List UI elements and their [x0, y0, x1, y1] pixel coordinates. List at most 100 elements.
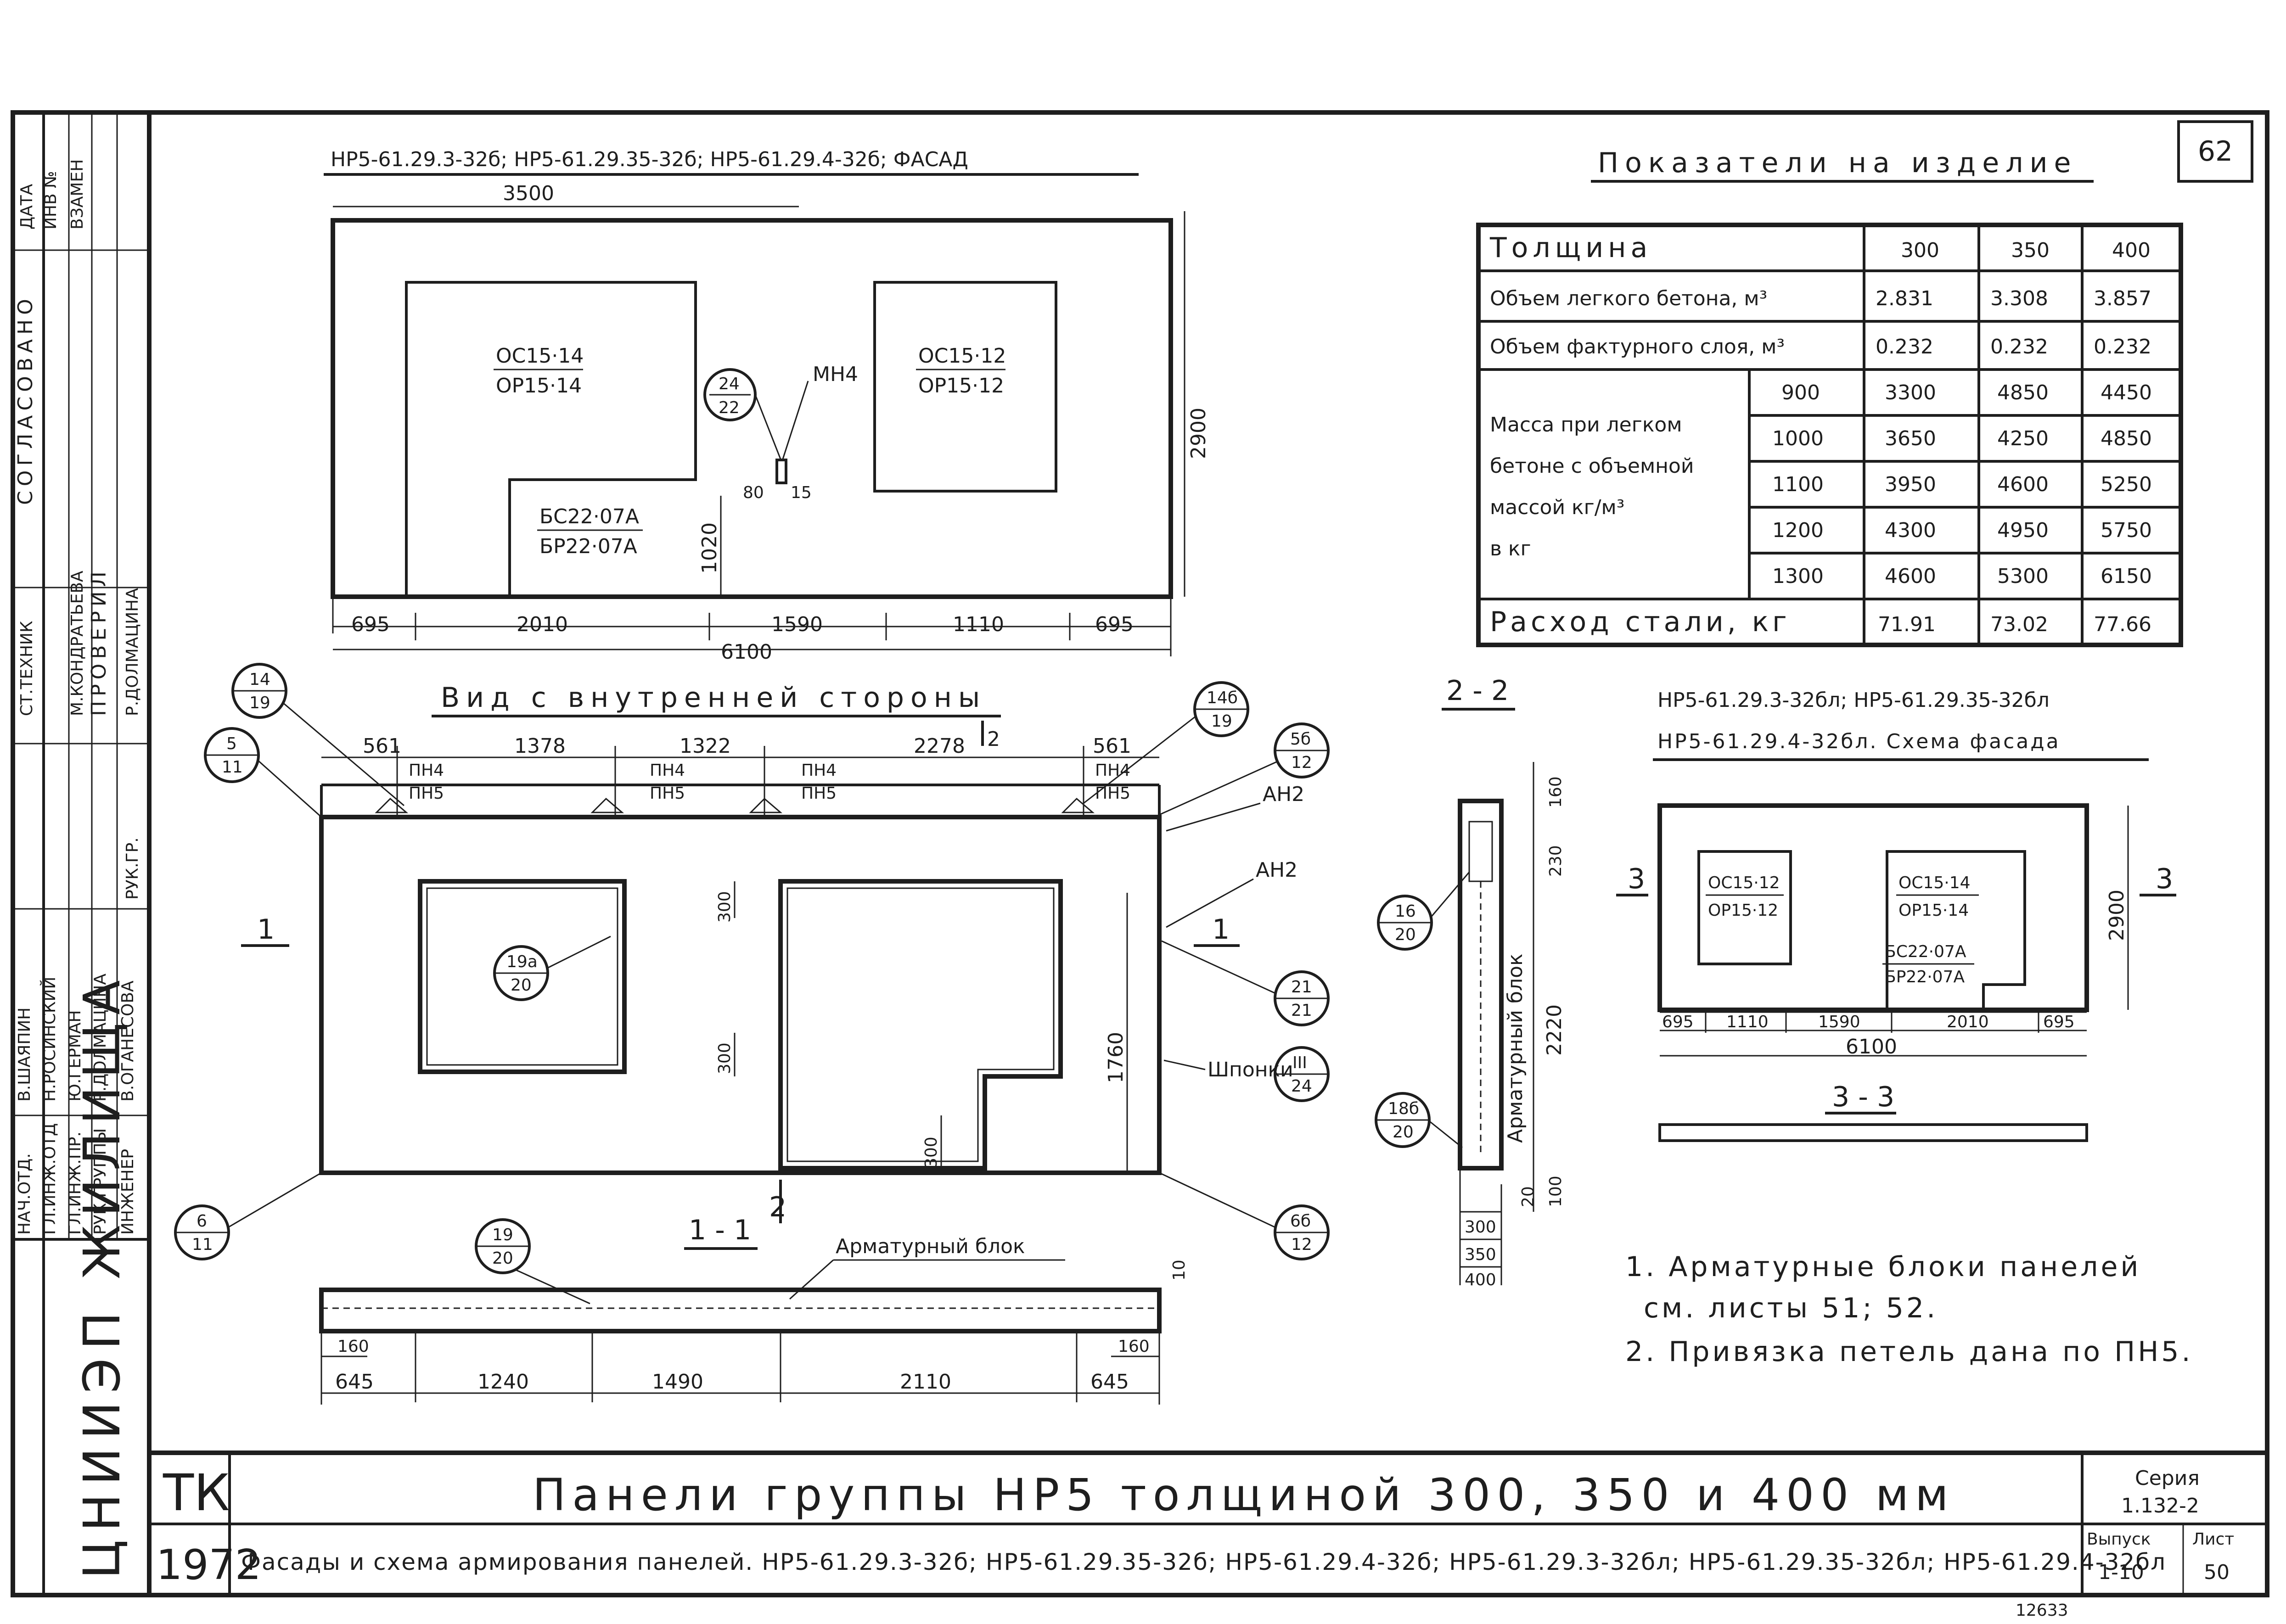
mass-1000-v3: 4850: [2101, 427, 2152, 450]
window-1-bot: ОР15·14: [496, 374, 582, 398]
table-thk-350: 350: [2011, 239, 2050, 262]
section-11-dim-10: 10: [1170, 1260, 1189, 1281]
callout-19a-20: [493, 945, 549, 1001]
callout-19: 19: [249, 694, 270, 712]
scheme-win-large-bot: ОР15·14: [1898, 901, 1969, 920]
callout-20-s: 20: [492, 1249, 513, 1268]
scheme-section-3-left: 3: [1628, 863, 1645, 895]
section-11-title: 1 - 1: [689, 1214, 751, 1246]
section-11-dim-160b: 160: [1118, 1337, 1150, 1356]
scheme-dim-695a: 695: [1662, 1013, 1694, 1031]
sheet-number-box: [2177, 120, 2253, 183]
stamp-issue-label: Выпуск: [2087, 1530, 2151, 1549]
window-2-opening: [873, 281, 1057, 493]
callout-5-11: [204, 727, 260, 783]
stamp-tk: ТК: [163, 1463, 230, 1522]
loop-4-a: ПН4: [1095, 761, 1130, 780]
mass-density-1300: 1300: [1772, 565, 1824, 588]
section-22-dim-160: 160: [1546, 776, 1565, 808]
section-22-thk-400: 400: [1465, 1271, 1496, 1289]
loop-1-b: ПН5: [409, 784, 444, 803]
facade-dim-15: 15: [791, 483, 812, 502]
section-11-label: Арматурный блок: [836, 1235, 1025, 1258]
facade-dim-695a: 695: [351, 613, 390, 636]
callout-5b: 5б: [1290, 730, 1311, 749]
table-row-1-v2: 3.308: [1990, 287, 2048, 310]
window-1-top: ОС15·14: [496, 344, 584, 368]
inner-window-1: [418, 879, 627, 1074]
sheet-number: 62: [2198, 135, 2233, 168]
callout-14b-19: [1193, 681, 1249, 737]
scheme-win-small-top: ОС15·12: [1708, 874, 1780, 892]
mass-900-v2: 4850: [1997, 381, 2049, 404]
mass-1000-v2: 4250: [1997, 427, 2049, 450]
indicators-table: [1476, 223, 2183, 647]
stamp-side-title: СОГЛАСОВАНО: [14, 294, 37, 505]
callout-22: 22: [719, 398, 740, 417]
mass-density-1200: 1200: [1772, 519, 1824, 542]
mass-1000-v1: 3650: [1885, 427, 1936, 450]
window-door-opening: [405, 281, 697, 598]
steel-v1: 71.91: [1878, 613, 1936, 636]
mass-1300-v1: 4600: [1885, 565, 1936, 588]
inner-dim-1378: 1378: [514, 734, 566, 758]
callout-14: 14: [249, 670, 270, 689]
scheme-dim-695b: 695: [2043, 1013, 2075, 1031]
section-22-vertical-label: Арматурный блок: [1504, 953, 1527, 1143]
scheme-dim-1110: 1110: [1726, 1013, 1769, 1031]
inner-callouts: [174, 663, 1330, 1260]
scheme-door-bot: БР22·07А: [1885, 968, 1965, 986]
facade-dim-1020: 1020: [698, 522, 721, 574]
callout-5: 5: [226, 734, 237, 753]
facade-dim-80: 80: [743, 483, 764, 502]
mass-density-900: 900: [1781, 381, 1820, 404]
steel-v2: 73.02: [1990, 613, 2048, 636]
stamp-role-5: ИНЖЕНЕР: [118, 1149, 137, 1235]
facade-dim-2010: 2010: [517, 613, 568, 636]
scheme-dim-1590: 1590: [1818, 1013, 1860, 1031]
section-11-dim-1240: 1240: [477, 1370, 529, 1394]
scheme-title-2: НР5-61.29.4-32бл. Схема фасада: [1657, 730, 2061, 753]
section-22-dim-100: 100: [1546, 1176, 1565, 1207]
section-22-drawing: [1375, 762, 1534, 1285]
loop-label: МН4: [813, 363, 858, 386]
facade-title: НР5-61.29.3-32б; НР5-61.29.35-32б; НР5-6…: [331, 148, 968, 171]
callout-19-s: 19: [492, 1226, 513, 1244]
callout-14b: 14б: [1207, 689, 1238, 707]
stamp-sheet-label: Лист: [2192, 1530, 2234, 1549]
section-11-dim-1490: 1490: [652, 1370, 703, 1394]
callout-20: 20: [511, 976, 532, 995]
scheme-section-3-right: 3: [2156, 863, 2173, 895]
inner-window-door: [778, 879, 1063, 1170]
callout-19a: 19а: [506, 952, 538, 971]
table-thk-400: 400: [2112, 239, 2151, 262]
section-1-right: 1: [1212, 913, 1230, 946]
callout-12: 12: [1291, 753, 1312, 772]
loop-1-a: ПН4: [409, 761, 444, 780]
scheme-dim-2010: 2010: [1947, 1013, 1989, 1031]
section-11-dim-2110: 2110: [900, 1370, 951, 1394]
steel-v3: 77.66: [2094, 613, 2151, 636]
inner-section-2-top: 2: [987, 728, 1000, 751]
callout-III: III: [1292, 1053, 1307, 1072]
inner-panel: [319, 815, 1162, 1175]
section-22-thk-350: 350: [1465, 1245, 1496, 1264]
facade-panel: [331, 218, 1173, 599]
window-2-top: ОС15·12: [918, 344, 1006, 368]
inner-dim-561b: 561: [1093, 734, 1131, 758]
scheme-total-6100: 6100: [1846, 1035, 1897, 1058]
scheme-section-33: 3 - 3: [1832, 1081, 1894, 1113]
section-22-dim-20: 20: [1519, 1186, 1538, 1207]
mass-1300-v3: 6150: [2101, 565, 2152, 588]
door-bot: БР22·07А: [539, 535, 637, 558]
callout-20-22: 20: [1395, 925, 1416, 944]
callout-III-24: [1274, 1046, 1330, 1102]
inner-dim-300a: 300: [715, 891, 734, 923]
stamp-subtitle: Фасады и схема армирования панелей. НР5-…: [241, 1549, 2166, 1575]
stamp-issue-value: 1-10: [2098, 1561, 2144, 1584]
facade-dim-695b: 695: [1095, 613, 1134, 636]
section-11-drawing: [319, 1218, 1162, 1405]
scheme-win-large-top: ОС15·14: [1898, 874, 1971, 892]
scheme-door-top: БС22·07А: [1885, 942, 1966, 961]
